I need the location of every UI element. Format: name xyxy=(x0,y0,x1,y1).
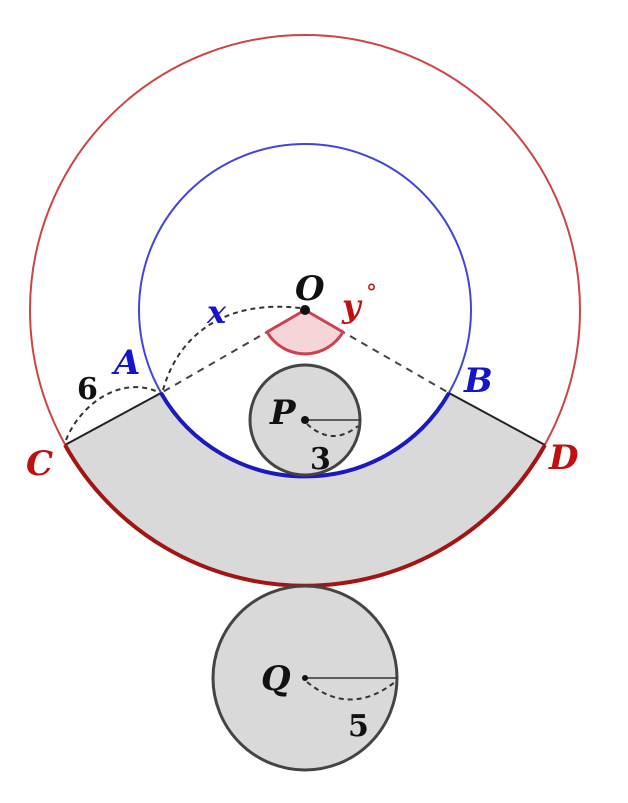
label-five: 5 xyxy=(348,709,369,744)
center-point-P xyxy=(301,416,309,424)
label-B: B xyxy=(463,361,493,401)
label-P: P xyxy=(269,393,297,433)
brace-P-radius xyxy=(306,423,359,437)
angle-y-edge-left xyxy=(266,308,306,334)
label-y: y xyxy=(341,287,363,325)
label-D: D xyxy=(548,438,579,478)
angle-y-edge-right xyxy=(304,308,344,334)
label-degree: ° xyxy=(366,281,377,306)
shaded-annular-sector xyxy=(65,393,545,586)
label-C: C xyxy=(26,444,53,484)
segment-BD xyxy=(448,392,546,446)
brace-x xyxy=(162,305,301,391)
brace-six xyxy=(65,386,159,441)
brace-Q-radius xyxy=(306,681,396,701)
label-Q: Q xyxy=(261,659,291,699)
label-six: 6 xyxy=(77,372,98,407)
label-A: A xyxy=(111,343,140,383)
center-point-Q xyxy=(302,675,308,681)
angle-y-arc xyxy=(265,331,345,356)
segment-AC xyxy=(64,392,162,446)
label-x: x xyxy=(206,293,227,331)
angle-y-sector xyxy=(267,310,343,354)
center-point-O xyxy=(300,305,310,315)
label-three: 3 xyxy=(310,442,331,477)
label-O: O xyxy=(295,269,325,309)
